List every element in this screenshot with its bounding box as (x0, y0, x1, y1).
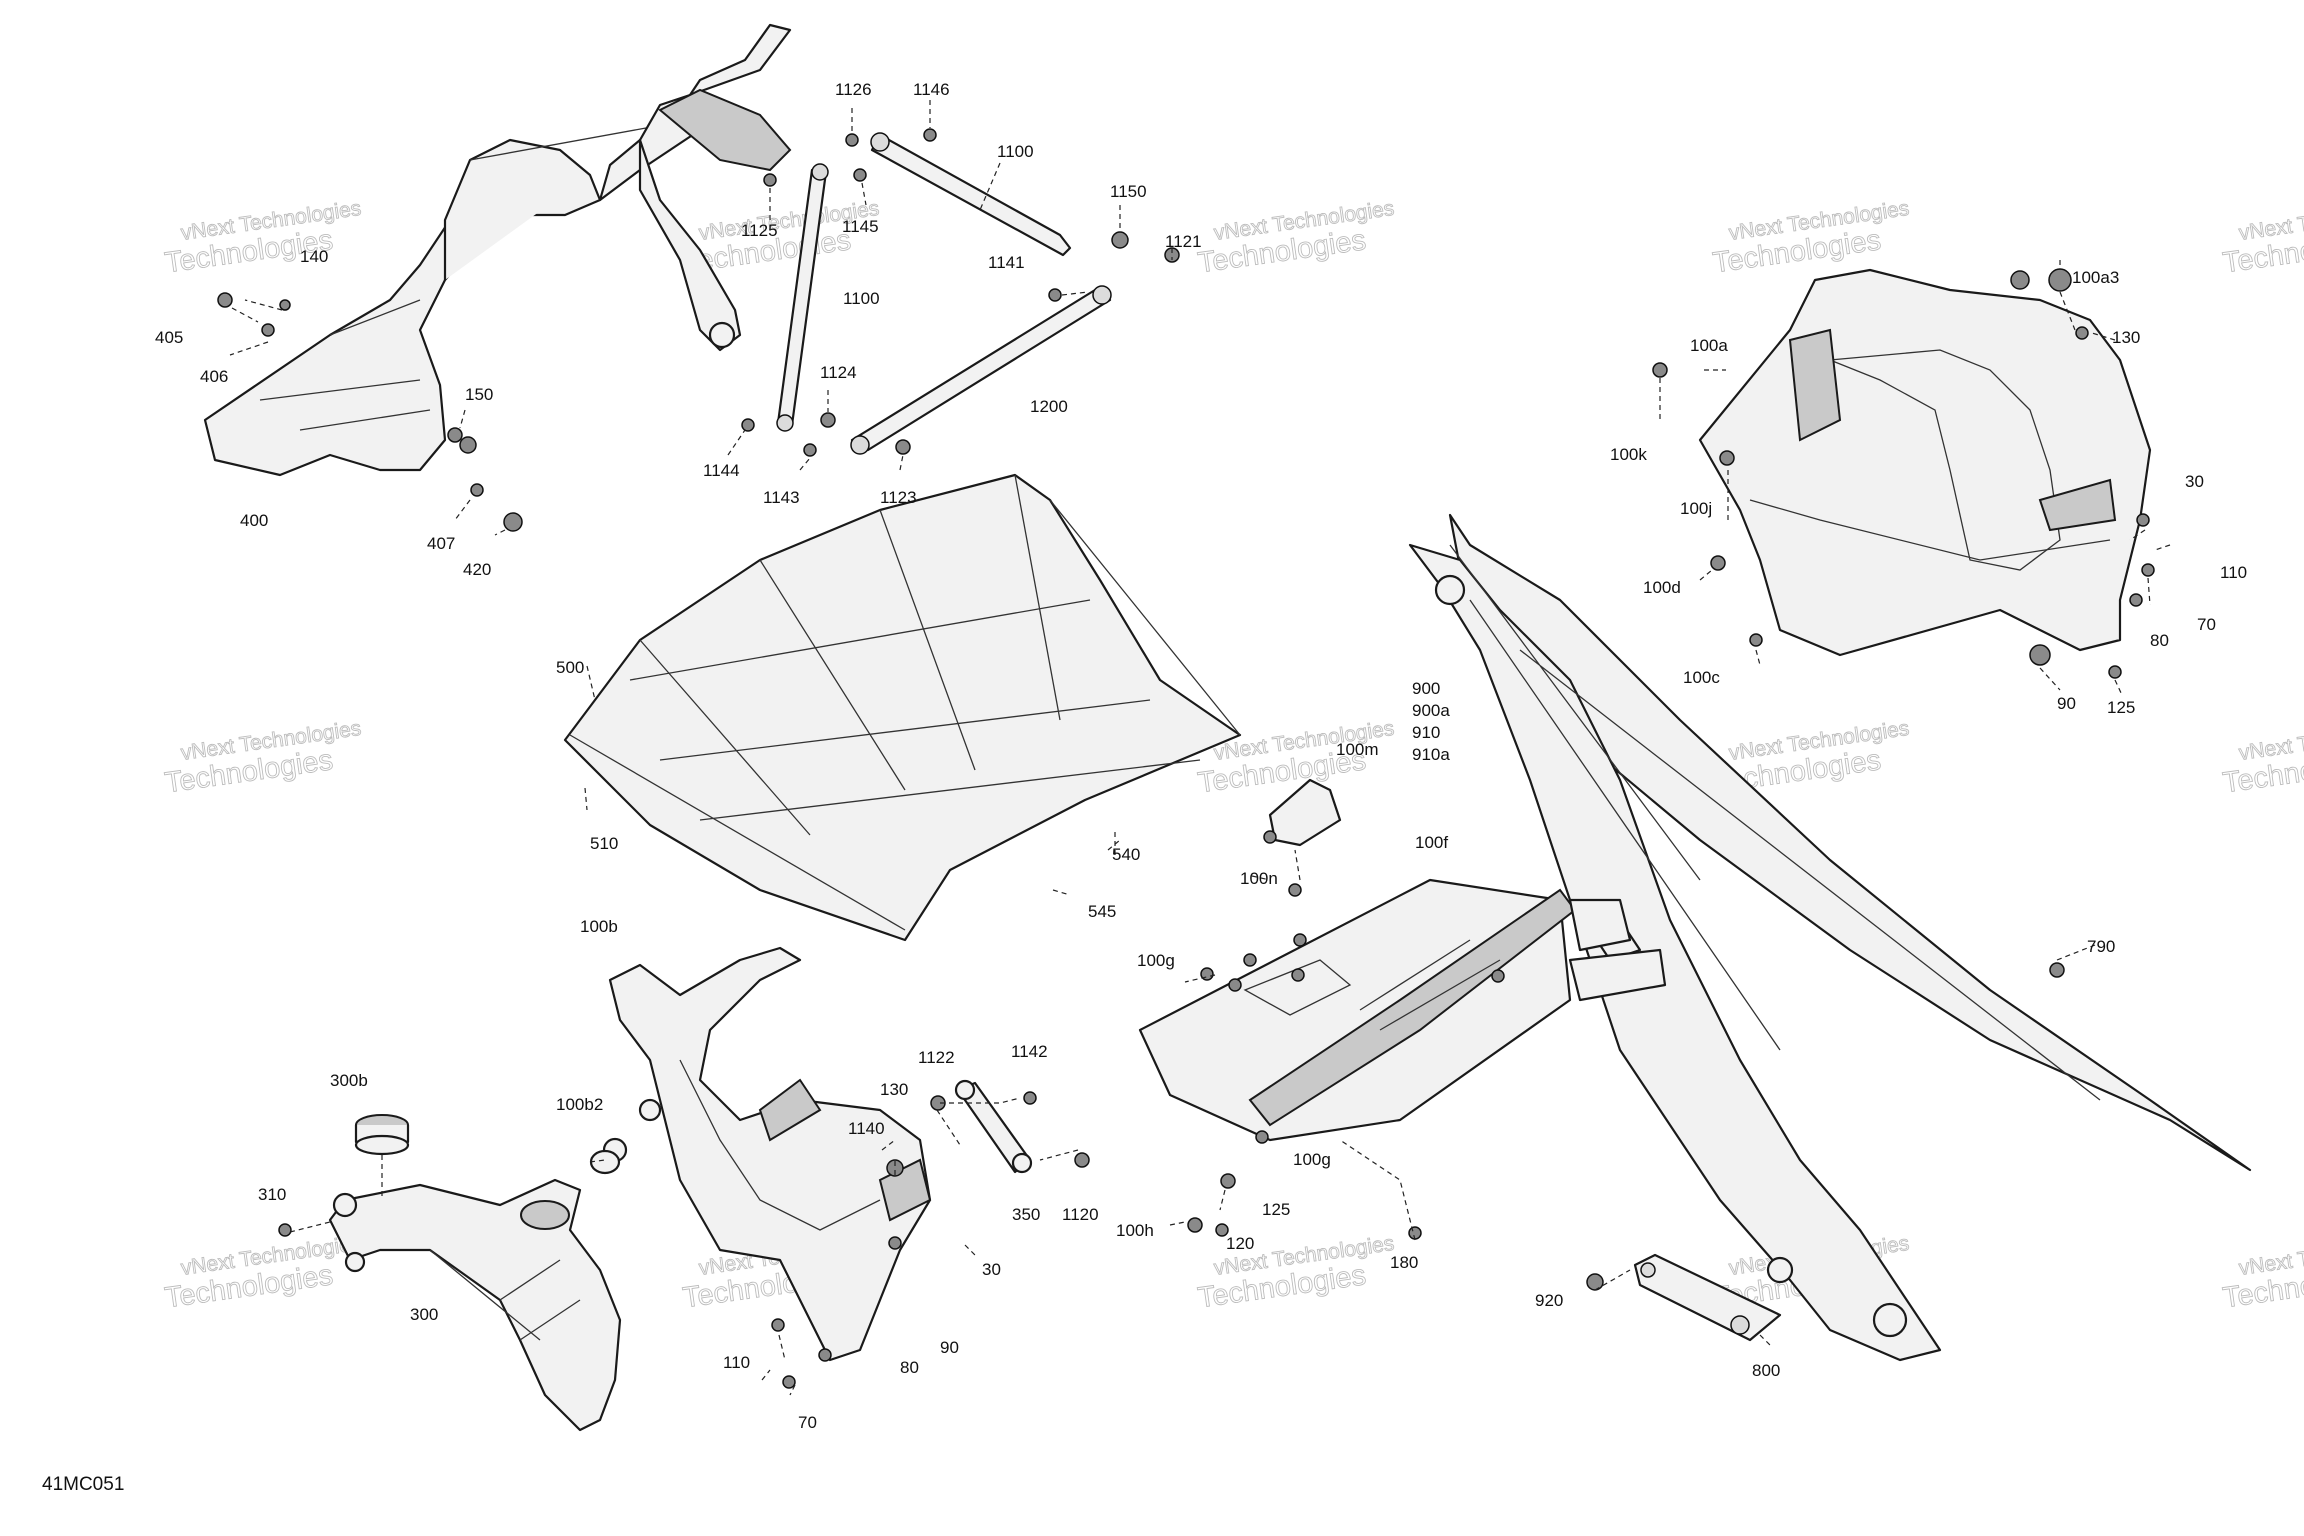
callout-90: 90 (940, 1338, 959, 1357)
callout-30: 30 (982, 1260, 1001, 1279)
callout-100m: 100m (1336, 740, 1379, 759)
watermark: vNext Technologies Technologies (1195, 1231, 1396, 1314)
callout-1141: 1141 (988, 253, 1025, 272)
callout-100b: 100b (580, 917, 618, 936)
callout-910a: 910a (1412, 745, 1450, 764)
part-1200-rod-lower (850, 285, 1112, 455)
callout-1144: 1144 (703, 461, 740, 480)
callout-100n: 100n (1240, 869, 1278, 888)
callout-120: 120 (1226, 1234, 1254, 1253)
leader-lines (229, 100, 2171, 1396)
callout-100k: 100k (1610, 445, 1647, 464)
callout-80: 80 (2150, 631, 2169, 650)
callout-1121: 1121 (1165, 232, 1202, 251)
watermark: vNext Technologies Technologies (1195, 196, 1396, 279)
callout-100b2: 100b2 (556, 1095, 603, 1114)
part-100a-front-frame (1698, 268, 2152, 657)
callout-1146: 1146 (913, 80, 950, 99)
callout-540: 540 (1112, 845, 1140, 864)
callout-900: 900 (1412, 679, 1440, 698)
callout-406: 406 (200, 367, 228, 386)
callout-125: 125 (2107, 698, 2135, 717)
callout-350: 350 (1012, 1205, 1040, 1224)
callout-400: 400 (240, 511, 268, 530)
callout-100j: 100j (1680, 499, 1712, 518)
part-100b-rear-frame (602, 946, 932, 1389)
watermark: vNext Technologies Technologies (2220, 716, 2304, 799)
callout-1145: 1145 (842, 217, 879, 236)
callout-1100: 1100 (843, 289, 880, 308)
watermark: vNext Technologies Technologies (2220, 196, 2304, 279)
part-300b-bumper (354, 1114, 410, 1156)
callout-790: 790 (2087, 937, 2115, 956)
callout-1124: 1124 (820, 363, 857, 382)
callout-180: 180 (1390, 1253, 1418, 1272)
callout-300b: 300b (330, 1071, 368, 1090)
watermark: vNext Technologies Technologies (162, 1231, 363, 1314)
part-300-bracket (328, 1178, 622, 1432)
callout-70: 70 (798, 1413, 817, 1432)
callout-130: 130 (880, 1080, 908, 1099)
callout-407: 407 (427, 534, 455, 553)
callout-80: 80 (900, 1358, 919, 1377)
callout-1142: 1142 (1011, 1042, 1048, 1061)
callout-100d: 100d (1643, 578, 1681, 597)
callout-100g: 100g (1293, 1150, 1331, 1169)
callout-420: 420 (463, 560, 491, 579)
part-400-upper-cage (203, 23, 792, 477)
callout-70: 70 (2197, 615, 2216, 634)
callout-800: 800 (1752, 1361, 1780, 1380)
callout-110: 110 (2220, 563, 2247, 582)
callout-1200: 1200 (1030, 397, 1068, 416)
part-1100-rod-vertical (776, 163, 829, 432)
callout-30: 30 (2185, 472, 2204, 491)
callout-100h: 100h (1116, 1221, 1154, 1240)
callout-920: 920 (1535, 1291, 1563, 1310)
callout-1125: 1125 (741, 221, 778, 240)
callout-1100: 1100 (997, 142, 1034, 161)
part-500-roof-panel (563, 473, 1242, 942)
callout-405: 405 (155, 328, 183, 347)
callout-510: 510 (590, 834, 618, 853)
hardware-upper (217, 128, 1180, 532)
callout-1123: 1123 (880, 488, 917, 507)
callout-310: 310 (258, 1185, 286, 1204)
callout-100c: 100c (1683, 668, 1720, 687)
callout-500: 500 (556, 658, 584, 677)
callout-1150: 1150 (1110, 182, 1147, 201)
part-100m-cover-plate (1263, 778, 1342, 847)
part-800-plate (1586, 1253, 1782, 1342)
fastener-790 (2049, 962, 2065, 978)
callout-110: 110 (723, 1353, 750, 1372)
callout-1122: 1122 (918, 1048, 955, 1067)
diagram-code: 41MC051 (42, 1474, 124, 1495)
callout-545: 545 (1088, 902, 1116, 921)
watermark: vNext Technologies Technologies (2220, 1231, 2304, 1314)
callout-100a: 100a (1690, 336, 1728, 355)
callout-150: 150 (465, 385, 493, 404)
part-350-link (886, 1079, 1090, 1250)
callout-1140: 1140 (848, 1119, 885, 1138)
callout-140: 140 (300, 247, 328, 266)
part-100f-floor-plate (1138, 878, 1632, 1240)
part-1100-rod-upper (870, 132, 1072, 257)
callout-900a: 900a (1412, 701, 1450, 720)
callout-1126: 1126 (835, 80, 872, 99)
callout-300: 300 (410, 1305, 438, 1324)
callout-1120: 1120 (1062, 1205, 1099, 1224)
watermark: vNext Technologies Technologies (1710, 196, 1911, 279)
callout-130: 130 (2112, 328, 2140, 347)
callout-910: 910 (1412, 723, 1440, 742)
callout-100g: 100g (1137, 951, 1175, 970)
callout-100f: 100f (1415, 833, 1448, 852)
callout-1143: 1143 (763, 488, 800, 507)
callout-100a3: 100a3 (2072, 268, 2119, 287)
watermark: vNext Technologies Technologies (162, 716, 363, 799)
hardware-right-upper (1652, 268, 2155, 679)
callout-labels: 1126 1146 1100 1125 1145 1150 1100 1141 … (155, 80, 2247, 1432)
callout-125: 125 (1262, 1200, 1290, 1219)
callout-90: 90 (2057, 694, 2076, 713)
watermark: vNext Technologies Technologies (162, 196, 363, 279)
